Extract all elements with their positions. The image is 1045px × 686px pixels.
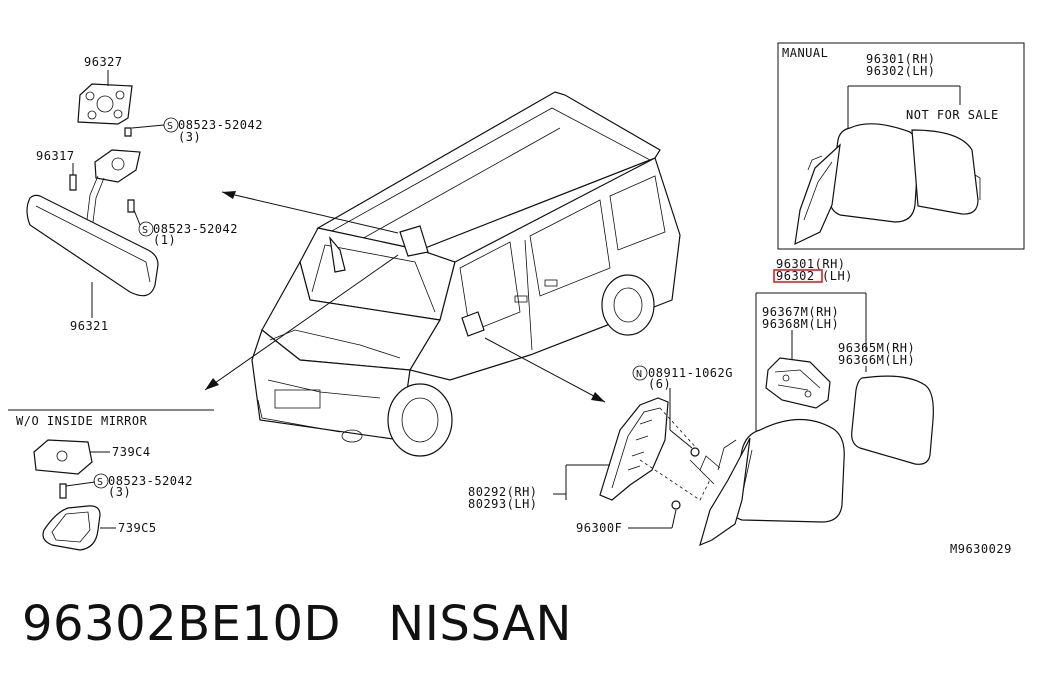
s-mark-a: S <box>163 117 179 133</box>
label-manual: MANUAL <box>782 46 828 60</box>
label-96366m: 96366M(LH) <box>838 353 915 367</box>
s-mark-b: S <box>138 221 154 237</box>
label-qty-c: (3) <box>108 485 131 499</box>
outside-mirror-group <box>553 292 934 547</box>
svg-text:S: S <box>167 121 174 132</box>
label-qty-6: (6) <box>648 377 671 391</box>
brand-name: NISSAN <box>388 596 572 652</box>
label-80293: 80293(LH) <box>468 497 538 511</box>
manual-inset <box>777 42 1025 250</box>
label-96300f: 96300F <box>576 521 622 535</box>
without-inside-mirror-group <box>8 409 214 551</box>
van-illustration <box>251 91 681 457</box>
label-lh-mid: (LH) <box>822 269 853 283</box>
label-80292: 80292(RH) <box>468 485 538 499</box>
label-96368m: 96368M(LH) <box>762 317 839 331</box>
label-not-for-sale: NOT FOR SALE <box>906 108 999 122</box>
label-96321: 96321 <box>70 319 109 333</box>
leader-arrows <box>204 191 606 403</box>
s-mark-c: S <box>93 473 109 489</box>
part-number: 96302BE10D <box>22 596 341 652</box>
svg-text:S: S <box>142 225 149 236</box>
svg-text:N: N <box>636 369 643 380</box>
label-08523-a: 08523-52042 <box>178 118 263 132</box>
label-08523-b: 08523-52042 <box>153 222 238 236</box>
label-96327: 96327 <box>84 55 123 69</box>
inside-mirror-group <box>26 70 165 318</box>
label-08911: 08911-1062G <box>648 366 733 380</box>
svg-text:S: S <box>97 477 104 488</box>
highlight-96302 <box>773 269 823 283</box>
n-mark: N <box>632 365 648 381</box>
label-96301-mid: 96301(RH) <box>776 257 846 271</box>
label-739c5: 739C5 <box>118 521 157 535</box>
label-96301-top: 96301(RH) <box>866 52 936 66</box>
label-08523-c: 08523-52042 <box>108 474 193 488</box>
label-qty-b: (1) <box>153 233 176 247</box>
diagram-code: M9630029 <box>950 542 1012 556</box>
label-96367m: 96367M(RH) <box>762 305 839 319</box>
label-96302-top: 96302(LH) <box>866 64 936 78</box>
label-96365m: 96365M(RH) <box>838 341 915 355</box>
label-96317: 96317 <box>36 149 75 163</box>
label-wo-inside-mirror: W/O INSIDE MIRROR <box>16 414 148 428</box>
part-caption: 96302BE10D NISSAN <box>22 596 572 652</box>
label-96302-mid: 96302 <box>776 269 815 283</box>
label-qty-a: (3) <box>178 130 201 144</box>
label-739c4: 739C4 <box>112 445 151 459</box>
